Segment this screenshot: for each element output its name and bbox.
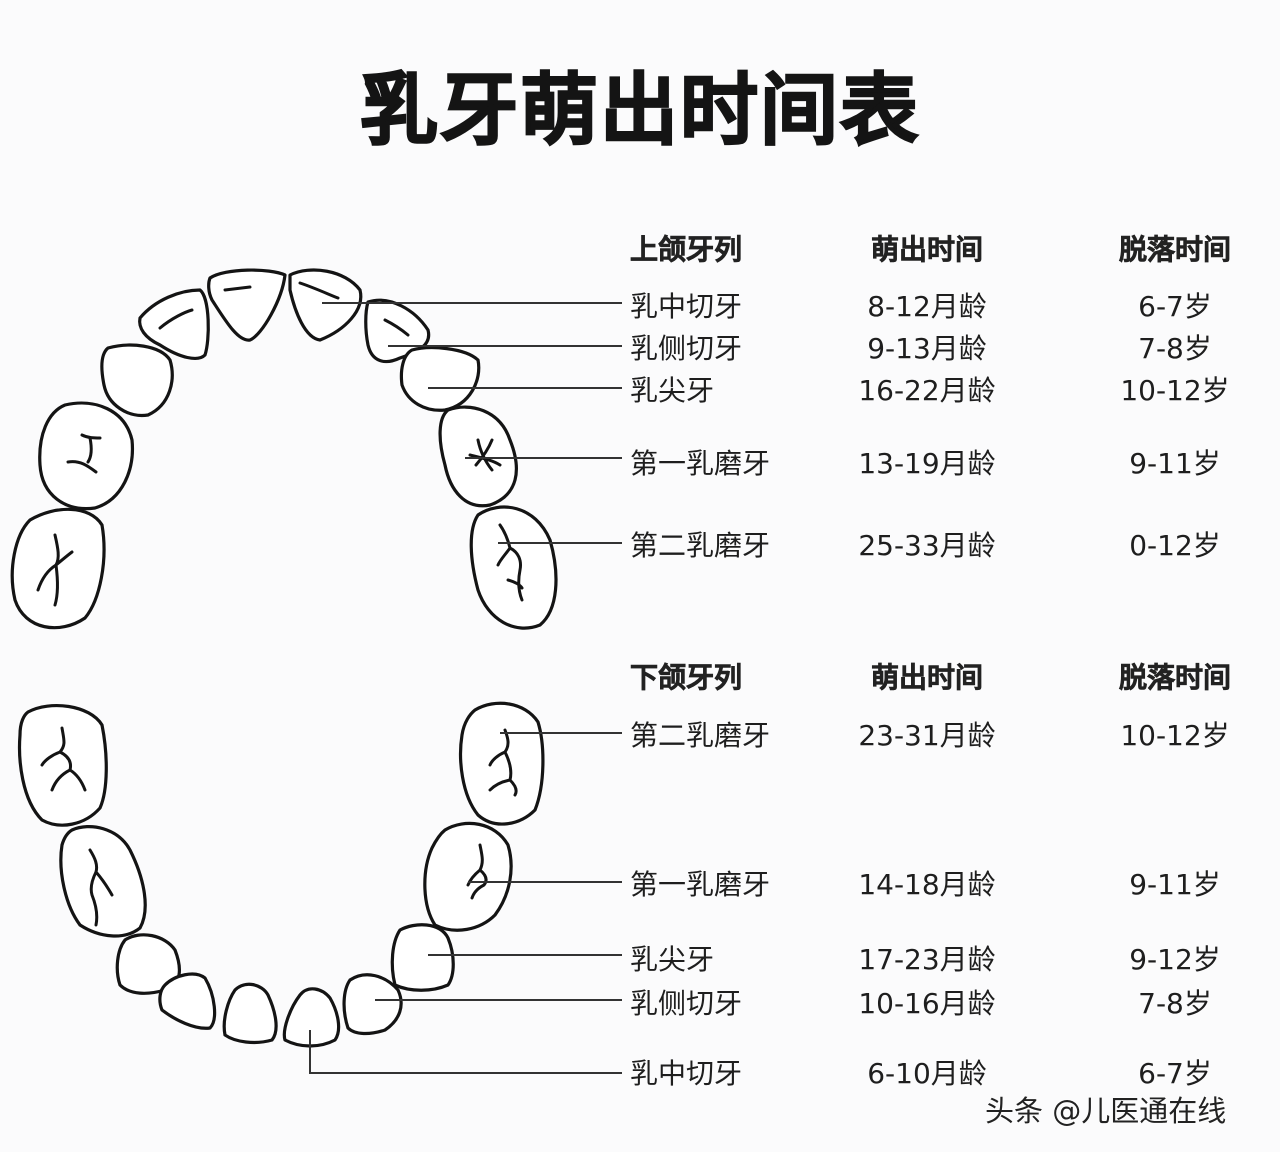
tooth-lower-left-lateral-incisor bbox=[158, 972, 217, 1030]
lower-row-eruption: 14-18月龄 bbox=[858, 868, 996, 901]
lower-row-eruption: 23-31月龄 bbox=[858, 719, 996, 752]
tooth-upper-left-second-molar bbox=[10, 507, 106, 630]
lower-row-eruption: 6-10月龄 bbox=[867, 1057, 987, 1090]
lower-row-shedding: 9-11岁 bbox=[1129, 868, 1221, 901]
lower-row-shedding: 9-12岁 bbox=[1129, 943, 1221, 976]
tooth-lower-right-second-molar bbox=[458, 701, 545, 826]
upper-row-eruption: 8-12月龄 bbox=[867, 290, 987, 323]
upper-arch bbox=[10, 268, 558, 630]
upper-row-shedding: 10-12岁 bbox=[1120, 374, 1230, 407]
tooth-lower-right-canine bbox=[390, 923, 455, 992]
tooth-upper-left-central-incisor bbox=[207, 268, 287, 342]
upper-row-tooth: 乳侧切牙 bbox=[630, 332, 743, 365]
tooth-upper-right-central-incisor bbox=[288, 268, 363, 342]
tooth-upper-left-lateral-incisor bbox=[138, 288, 210, 360]
lower-header-jaw: 下颌牙列 bbox=[630, 661, 743, 695]
upper-row-eruption: 25-33月龄 bbox=[858, 529, 996, 562]
lower-row-tooth: 乳尖牙 bbox=[630, 943, 715, 976]
lower-row-tooth: 乳侧切牙 bbox=[630, 987, 743, 1020]
lower-row-eruption: 10-16月龄 bbox=[858, 987, 996, 1020]
lower-row-tooth: 第一乳磨牙 bbox=[630, 868, 771, 901]
lower-row-shedding: 7-8岁 bbox=[1138, 987, 1212, 1020]
lower-row-tooth: 乳中切牙 bbox=[630, 1057, 743, 1090]
tooth-lower-left-central-incisor bbox=[222, 982, 278, 1045]
lower-header-eruption: 萌出时间 bbox=[870, 661, 984, 695]
tooth-lower-right-lateral-incisor bbox=[342, 973, 403, 1036]
tooth-upper-left-first-molar bbox=[38, 401, 135, 511]
upper-header-shedding: 脱落时间 bbox=[1118, 233, 1232, 267]
upper-row-eruption: 9-13月龄 bbox=[867, 332, 987, 365]
lower-row-tooth: 第二乳磨牙 bbox=[630, 719, 771, 752]
lower-row-shedding: 10-12岁 bbox=[1120, 719, 1230, 752]
tooth-lower-right-first-molar bbox=[423, 821, 513, 932]
upper-row-shedding: 6-7岁 bbox=[1138, 290, 1212, 323]
upper-row-tooth: 第二乳磨牙 bbox=[630, 529, 771, 562]
upper-row-tooth: 乳尖牙 bbox=[630, 374, 715, 407]
tooth-upper-right-canine bbox=[399, 346, 481, 412]
tooth-upper-right-second-molar bbox=[469, 505, 558, 630]
upper-row-shedding: 7-8岁 bbox=[1138, 332, 1212, 365]
upper-row-eruption: 16-22月龄 bbox=[858, 374, 996, 407]
lower-row-shedding: 6-7岁 bbox=[1138, 1057, 1212, 1090]
lower-header-shedding: 脱落时间 bbox=[1118, 661, 1232, 695]
upper-header-eruption: 萌出时间 bbox=[870, 233, 984, 267]
page-title: 乳牙萌出时间表 bbox=[359, 65, 920, 157]
tooth-lower-left-second-molar bbox=[17, 704, 108, 827]
upper-row-tooth: 乳中切牙 bbox=[630, 290, 743, 323]
upper-row-tooth: 第一乳磨牙 bbox=[630, 447, 771, 480]
watermark: 头条 @儿医通在线 bbox=[985, 1094, 1227, 1128]
upper-row-shedding: 9-11岁 bbox=[1129, 447, 1221, 480]
upper-header-jaw: 上颌牙列 bbox=[630, 233, 743, 267]
upper-row-shedding: 0-12岁 bbox=[1129, 529, 1221, 562]
lower-row-eruption: 17-23月龄 bbox=[858, 943, 996, 976]
tooth-lower-right-central-incisor bbox=[282, 987, 341, 1048]
upper-row-eruption: 13-19月龄 bbox=[858, 447, 996, 480]
tooth-upper-left-canine bbox=[100, 343, 174, 418]
leader-lines bbox=[309, 302, 622, 1074]
